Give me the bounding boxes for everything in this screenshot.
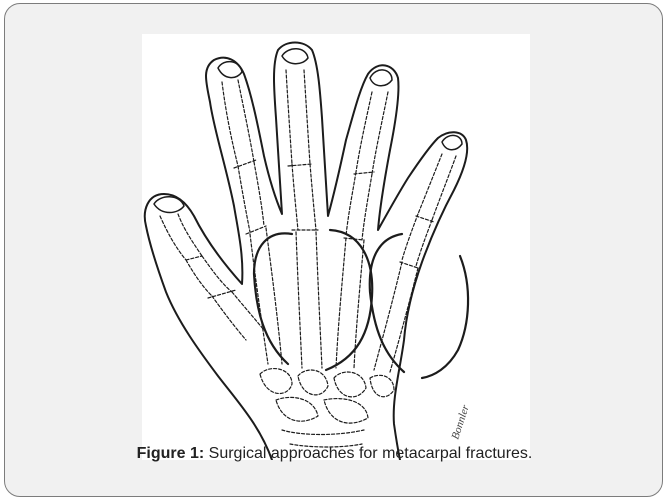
hand-illustration: Bonnler bbox=[142, 34, 530, 460]
little-bones bbox=[400, 154, 456, 268]
little-nail bbox=[442, 135, 462, 149]
figure-caption-text: Surgical approaches for metacarpal fract… bbox=[204, 445, 532, 462]
incision-mid-left bbox=[326, 230, 372, 370]
illustrator-signature: Bonnler bbox=[449, 403, 472, 441]
incision-mid-right bbox=[370, 234, 404, 372]
hand-skeleton-drawing: Bonnler bbox=[142, 34, 530, 460]
middle-nail bbox=[282, 49, 308, 64]
incision-left bbox=[254, 233, 292, 364]
index-nail bbox=[218, 62, 242, 78]
figure-caption: Figure 1: Surgical approaches for metaca… bbox=[5, 444, 664, 464]
thumb-nail bbox=[154, 197, 184, 213]
middle-bones bbox=[286, 70, 318, 230]
ring-nail bbox=[370, 70, 392, 86]
index-bones bbox=[222, 80, 266, 234]
figure-frame: Bonnler Figure 1: Surgical approaches fo… bbox=[4, 3, 663, 497]
figure-caption-label: Figure 1: bbox=[137, 445, 205, 462]
incision-right bbox=[422, 256, 468, 378]
ring-bones bbox=[344, 92, 388, 240]
carpal-bones bbox=[260, 369, 394, 424]
